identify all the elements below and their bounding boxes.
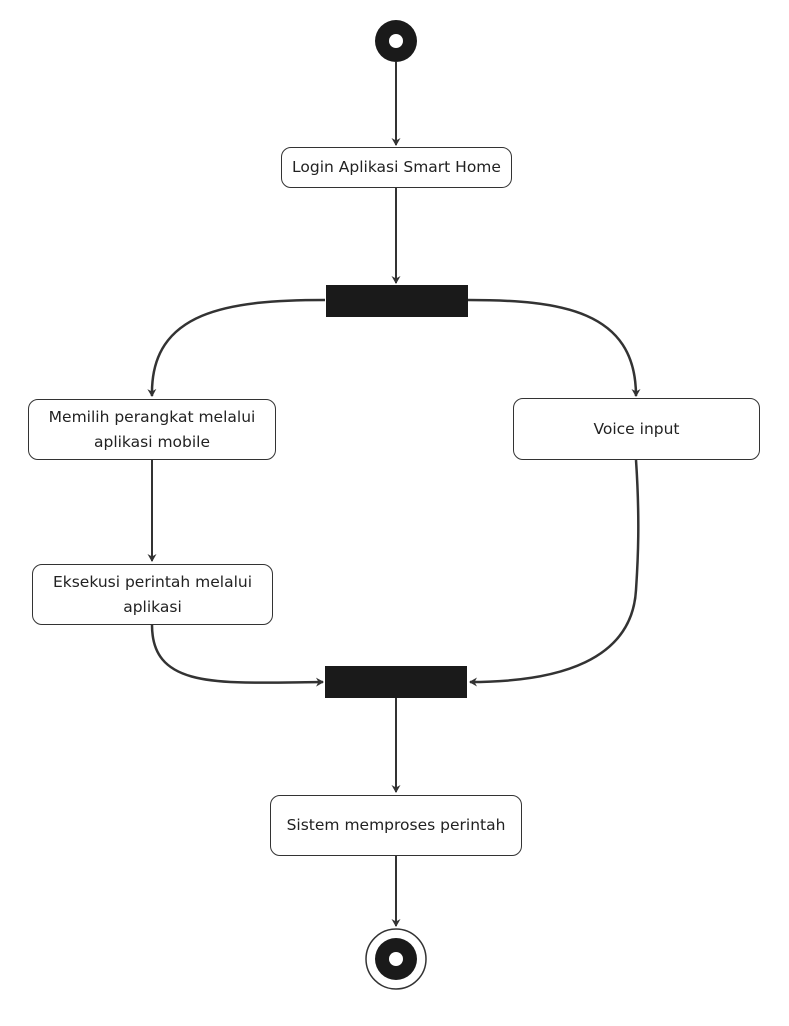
action-login: Login Aplikasi Smart Home xyxy=(281,147,512,188)
action-login-label: Login Aplikasi Smart Home xyxy=(292,158,501,176)
action-process-label: Sistem memproses perintah xyxy=(286,816,506,834)
action-execute-label: Eksekusi perintah melalui aplikasi xyxy=(52,572,253,616)
initial-node-inner-dot xyxy=(389,34,403,48)
edge-fork-to-voice-input xyxy=(467,298,641,397)
edge-voice-input-to-join xyxy=(469,459,640,687)
fork-bar xyxy=(326,285,468,317)
action-voice-input-label: Voice input xyxy=(593,419,680,438)
edge-fork-to-select-device xyxy=(147,298,326,397)
action-process: Sistem memproses perintah xyxy=(270,795,522,856)
edge-execute-to-join xyxy=(150,624,324,687)
action-execute: Eksekusi perintah melalui aplikasi xyxy=(32,564,273,625)
join-bar xyxy=(325,666,467,698)
action-select-device: Memilih perangkat melalui aplikasi mobil… xyxy=(28,399,276,460)
action-voice-input: Voice input xyxy=(513,398,760,460)
action-select-device-label: Memilih perangkat melalui aplikasi mobil… xyxy=(48,407,256,451)
final-node-inner-dot xyxy=(389,952,403,966)
